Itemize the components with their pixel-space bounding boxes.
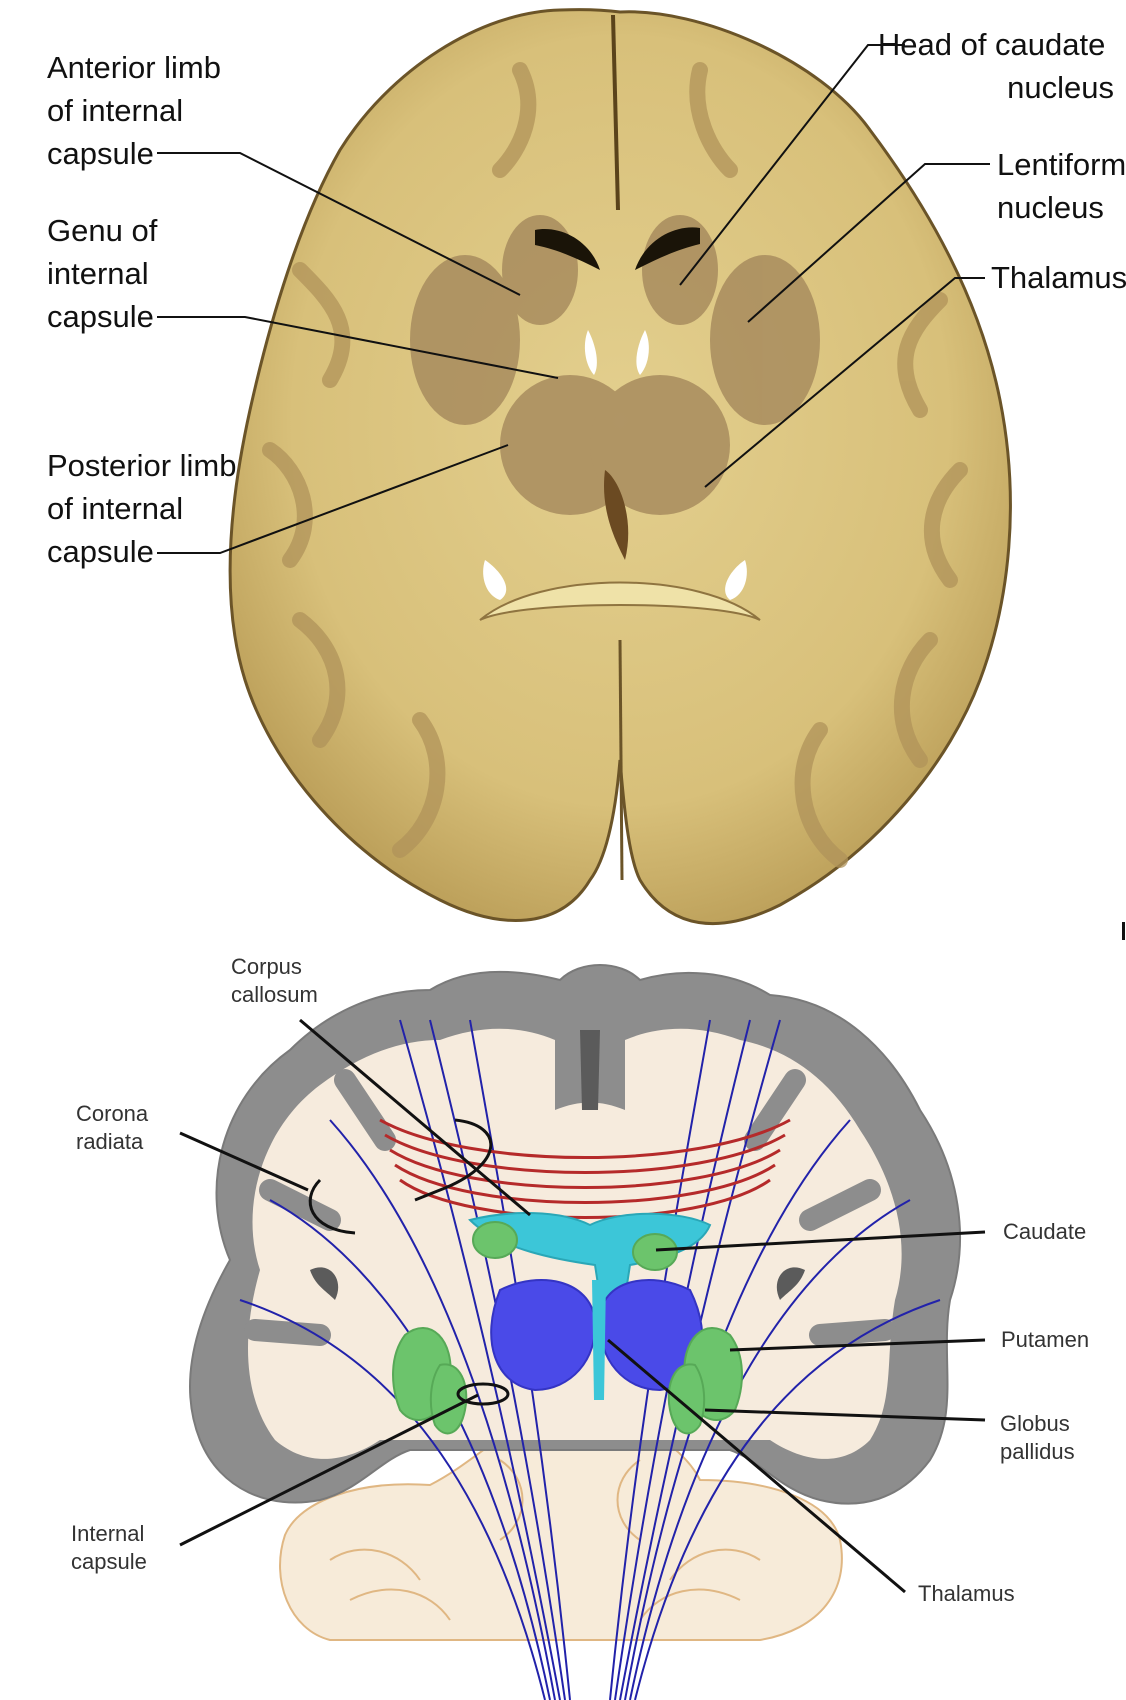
leader-caudate	[655, 1230, 986, 1252]
leader-anterior-limb	[157, 152, 521, 296]
leader-globus-pallidus	[704, 1408, 986, 1422]
svg-text:Posterior limb of intern: Posterior limb of internal capsule	[47, 448, 245, 569]
svg-text:Anterior limb of interna: Anterior limb of internal capsule	[47, 50, 230, 171]
edge-marker	[1122, 922, 1125, 940]
leader-internal-capsule	[179, 1393, 479, 1547]
cerebellum	[279, 1408, 843, 1641]
coronal-diagram-figure: Corpus callosum Corona radiata Internal …	[71, 954, 1089, 1700]
coronal-diagram-panel: Corpus callosum Corona radiata Internal …	[0, 940, 1126, 1700]
leader-head-caudate	[679, 44, 905, 286]
label-corpus-callosum-2: callosum	[231, 982, 318, 1007]
leader-thalamus-top	[704, 277, 985, 488]
cortical-sulci	[244, 1069, 896, 1346]
right-lentiform	[710, 255, 820, 425]
leader-corona-radiata	[179, 1131, 309, 1192]
right-thalamus	[590, 375, 730, 515]
label-posterior-limb-2: of internal	[47, 491, 183, 526]
svg-text:Genu of internal c: Genu of internal capsule	[47, 213, 166, 334]
thalamus-shape	[490, 1279, 704, 1392]
left-globus-pallidus	[429, 1363, 468, 1435]
left-lentiform	[410, 255, 520, 425]
svg-text:Globus pallidus: Globus pallidus	[1000, 1411, 1076, 1464]
label-anterior-limb-1: Anterior limb	[47, 50, 221, 85]
label-genu-1: Genu of	[47, 213, 158, 248]
callosal-fibers	[379, 1118, 791, 1219]
leader-corpus-callosum	[299, 1018, 531, 1217]
svg-text:Thalamus: Thalamus	[991, 260, 1126, 295]
leader-genu	[157, 316, 559, 379]
label-genu-3: capsule	[47, 299, 154, 334]
label-corpus-callosum-1: Corpus	[231, 954, 302, 979]
third-ventricle	[592, 1280, 606, 1400]
label-internal-capsule-2: capsule	[71, 1549, 147, 1574]
cortical-folds	[262, 62, 968, 868]
label-internal-capsule-1: Internal	[71, 1521, 144, 1546]
leader-lentiform	[747, 163, 990, 323]
right-lateral-ventricle	[635, 227, 700, 270]
label-corona-radiata-2: radiata	[76, 1129, 144, 1154]
left-caudate	[472, 1221, 518, 1259]
longitudinal-fissure	[611, 14, 620, 211]
svg-text:Caudate: Caudate	[1003, 1219, 1086, 1244]
label-anterior-limb-3: capsule	[47, 136, 154, 171]
right-caudate	[632, 1233, 678, 1271]
label-head-caudate-1: Head of caudate	[878, 27, 1106, 62]
basal-ganglia	[392, 1221, 743, 1435]
label-lentiform-2: nucleus	[997, 190, 1104, 225]
svg-text:Corona radiata: Corona radiata	[76, 1101, 154, 1154]
posterior-fissure	[618, 639, 624, 881]
label-caudate: Caudate	[1003, 1219, 1086, 1244]
label-globus-pallidus-1: Globus	[1000, 1411, 1070, 1436]
svg-text:Putamen: Putamen	[1001, 1327, 1089, 1352]
label-putamen: Putamen	[1001, 1327, 1089, 1352]
svg-text:Lentiform nucleus: Lentiform nucleus	[997, 147, 1126, 225]
label-globus-pallidus-2: pallidus	[1000, 1439, 1075, 1464]
leader-posterior-limb	[157, 444, 509, 554]
ventricles	[535, 227, 700, 270]
ventricle-spaces	[483, 330, 747, 600]
label-genu-2: internal	[47, 256, 149, 291]
label-anterior-limb-2: of internal	[47, 93, 183, 128]
label-corona-radiata-1: Corona	[76, 1101, 149, 1126]
label-posterior-limb-3: capsule	[47, 534, 154, 569]
svg-text:Head of caudate nucleus: Head of caudate nucleus	[878, 27, 1114, 105]
splenium	[479, 581, 761, 621]
marker-arcs	[308, 1118, 510, 1406]
right-globus-pallidus	[667, 1363, 706, 1435]
leader-putamen	[729, 1338, 986, 1352]
axial-slice-panel: Anterior limb of internal capsule Genu o…	[47, 8, 1126, 940]
label-lentiform-1: Lentiform	[997, 147, 1126, 182]
axial-slice-figure: Anterior limb of internal capsule Genu o…	[47, 8, 1126, 940]
leader-thalamus-bottom	[607, 1338, 906, 1594]
svg-text:Thalamus: Thalamus	[918, 1581, 1015, 1606]
label-thalamus-bottom: Thalamus	[918, 1581, 1015, 1606]
label-posterior-limb-1: Posterior limb	[47, 448, 237, 483]
sulci-dark	[310, 1030, 805, 1300]
label-thalamus-top: Thalamus	[991, 260, 1126, 295]
svg-text:Internal capsule: Internal capsule	[71, 1521, 151, 1574]
svg-text:Corpus callosum: Corpus callosum	[231, 954, 318, 1007]
left-lateral-ventricle	[535, 229, 600, 270]
pineal-region	[604, 470, 629, 560]
label-head-caudate-2: nucleus	[1007, 70, 1114, 105]
